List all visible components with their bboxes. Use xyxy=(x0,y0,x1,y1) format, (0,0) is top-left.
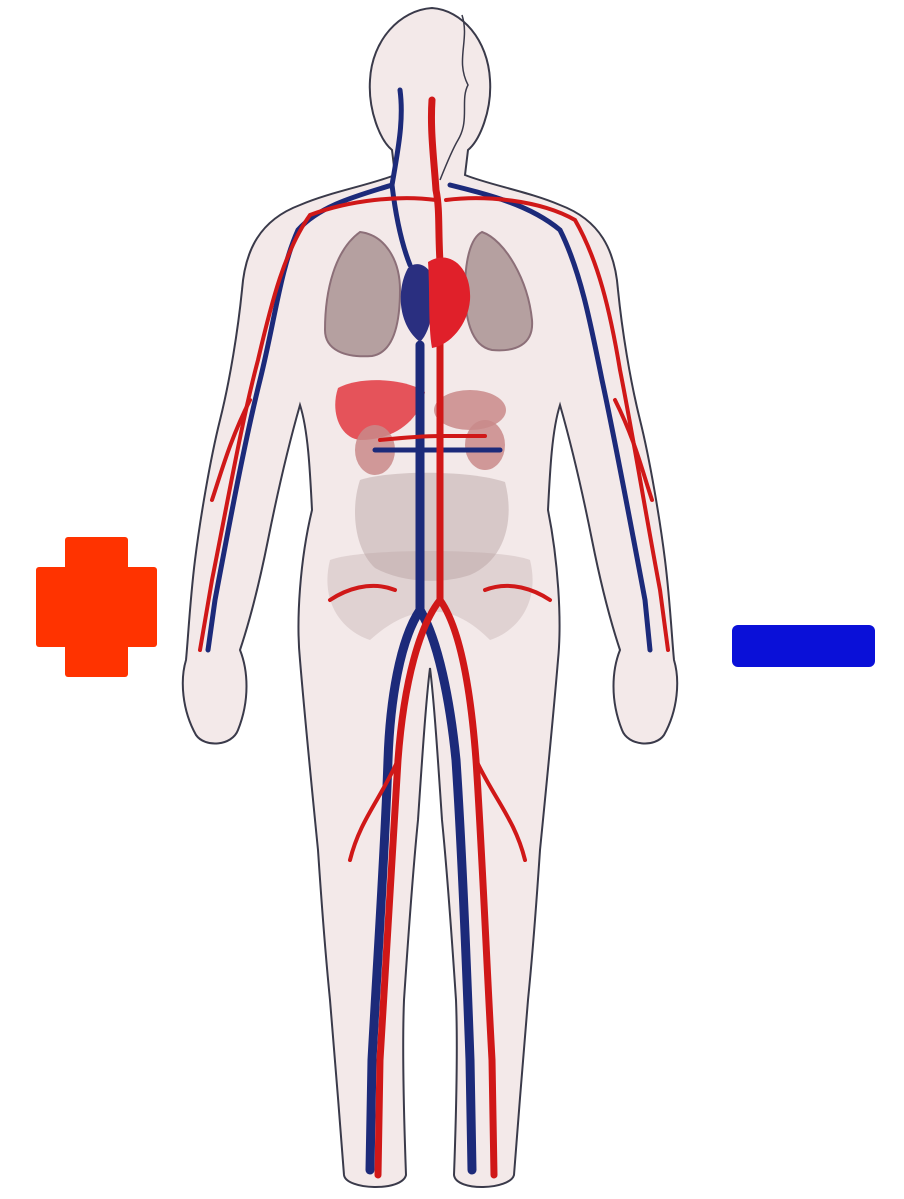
minus-icon xyxy=(732,625,875,667)
plus-icon-vertical-bar xyxy=(65,537,128,677)
plus-icon xyxy=(36,537,157,677)
left-kidney xyxy=(465,420,505,470)
